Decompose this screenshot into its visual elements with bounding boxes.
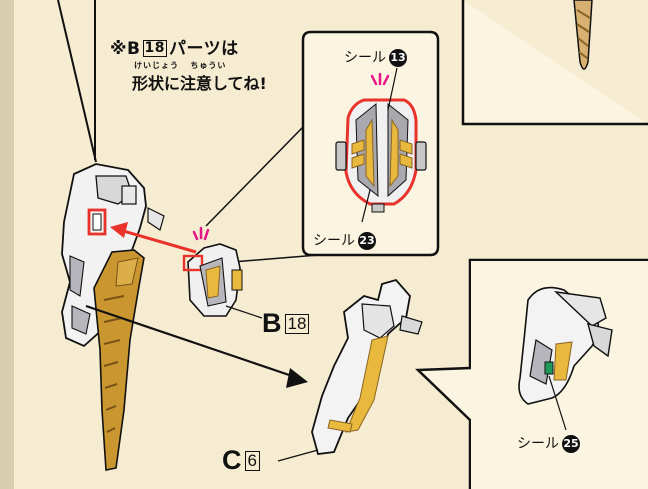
page-spine-shadow	[0, 0, 14, 489]
note-line-2: 形状に注意してね!	[132, 74, 267, 93]
part-c6-illustration	[277, 278, 423, 462]
top-right-inset	[461, 0, 648, 126]
part-number: 6	[244, 450, 260, 471]
seal-text: シール	[313, 233, 355, 249]
note-line-1-suffix: パーツは	[168, 39, 239, 59]
part-letter: B	[262, 308, 282, 338]
note-part-number: 18	[142, 40, 167, 57]
part-letter: C	[222, 445, 242, 475]
reference-mark: ※	[110, 39, 128, 59]
assembly-arrow-red	[110, 222, 197, 254]
callout-line-top-left	[57, 0, 97, 163]
note-part-letter: B	[127, 39, 141, 59]
main-body-part	[61, 163, 165, 348]
seal-number: 23	[358, 232, 376, 250]
seal-text: シール	[344, 50, 386, 66]
part-b18-illustration	[182, 226, 263, 319]
note-furigana: けいじょう ちゅうい	[134, 61, 227, 70]
seal-detail-inset	[205, 30, 440, 263]
seal-text: シール	[517, 436, 559, 452]
seal-number: 25	[562, 435, 580, 453]
assembly-arrow-black	[85, 304, 308, 388]
seal-number: 13	[389, 49, 407, 67]
part-number: 18	[284, 313, 310, 334]
gold-spike-part	[93, 249, 145, 471]
bottom-right-inset	[415, 258, 648, 489]
